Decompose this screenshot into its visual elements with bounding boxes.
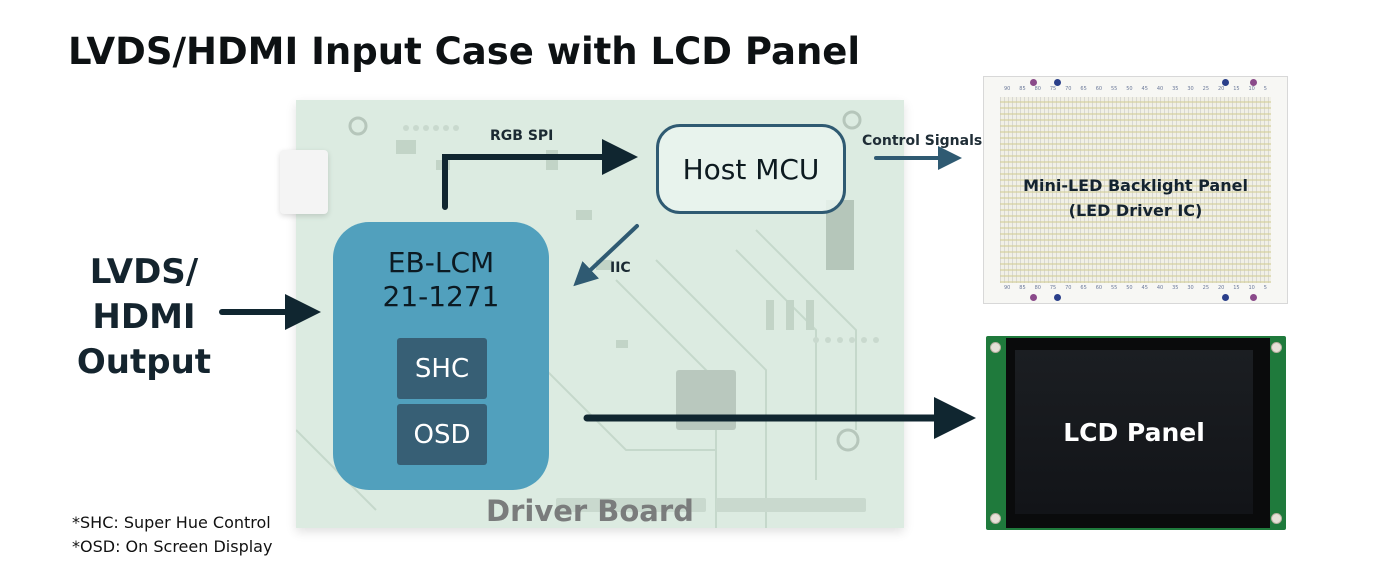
ruler-tick: 45	[1141, 285, 1148, 291]
ruler-tick: 70	[1065, 285, 1072, 291]
ruler-tick: 90	[1004, 86, 1011, 92]
chip-name-line1: EB-LCM	[387, 246, 495, 279]
ruler-tick: 40	[1156, 86, 1164, 92]
footnote-osd: *OSD: On Screen Display	[72, 537, 273, 556]
board-connector	[280, 150, 328, 214]
ruler-tick: 50	[1126, 285, 1133, 291]
ruler-tick: 70	[1065, 86, 1072, 92]
miniled-label: Mini-LED Backlight Panel (LED Driver IC)	[984, 173, 1287, 223]
ruler-tick: 10	[1248, 285, 1255, 291]
ruler-tick: 60	[1095, 86, 1103, 92]
mounting-dot	[1250, 294, 1257, 301]
iic-arrow	[573, 224, 639, 287]
mounting-hole	[1271, 513, 1282, 524]
miniled-label-line2: (LED Driver IC)	[1068, 201, 1203, 220]
ruler-tick: 65	[1080, 285, 1087, 291]
ruler-tick: 25	[1202, 86, 1210, 92]
ruler-tick: 15	[1233, 285, 1240, 291]
ruler-tick: 30	[1187, 285, 1194, 291]
mounting-dot	[1222, 79, 1229, 86]
miniled-label-line1: Mini-LED Backlight Panel	[1023, 176, 1248, 195]
mounting-hole	[990, 342, 1001, 353]
ruler-tick: 55	[1110, 86, 1118, 92]
page-title: LVDS/HDMI Input Case with LCD Panel	[68, 30, 861, 73]
ruler-bottom: 90 85 80 75 70 65 60 55 50 45 40 35 30 2…	[1004, 285, 1267, 295]
ruler-tick: 55	[1110, 285, 1118, 291]
rgb-spi-arrow	[442, 139, 638, 210]
ruler-tick: 20	[1217, 86, 1225, 92]
input-line-2: HDMI	[92, 297, 196, 337]
ruler-tick: 85	[1019, 285, 1026, 291]
ruler-tick: 35	[1172, 285, 1179, 291]
driver-board-label: Driver Board	[486, 494, 694, 528]
ruler-tick: 5	[1263, 285, 1267, 291]
ruler-tick: 40	[1156, 285, 1164, 291]
chip-name: EB-LCM 21-1271	[333, 246, 549, 314]
mounting-dot	[1222, 294, 1229, 301]
input-source-label: LVDS/ HDMI Output	[74, 250, 214, 385]
footnotes: *SHC: Super Hue Control *OSD: On Screen …	[72, 511, 272, 559]
control-signals-label: Control Signals	[862, 133, 983, 149]
lcd-bezel: LCD Panel	[1006, 338, 1270, 528]
mounting-hole	[1271, 342, 1282, 353]
ruler-tick: 85	[1019, 86, 1026, 92]
mounting-dot	[1250, 79, 1257, 86]
shc-block: SHC	[397, 338, 487, 399]
input-line-3: Output	[76, 342, 212, 382]
ruler-tick: 25	[1202, 285, 1210, 291]
osd-block: OSD	[397, 404, 487, 465]
ruler-tick: 60	[1095, 285, 1103, 291]
ruler-tick: 30	[1187, 86, 1194, 92]
rgb-spi-label: RGB SPI	[490, 128, 554, 144]
ruler-tick: 20	[1217, 285, 1225, 291]
miniled-backlight-panel: 90 85 80 75 70 65 60 55 50 45 40 35 30 2…	[983, 76, 1288, 304]
mounting-dot	[1054, 294, 1061, 301]
ruler-tick: 5	[1263, 86, 1267, 92]
led-grid	[1000, 97, 1271, 283]
mounting-dot	[1030, 79, 1037, 86]
footnote-shc: *SHC: Super Hue Control	[72, 513, 271, 532]
ruler-tick: 50	[1126, 86, 1133, 92]
mounting-hole	[990, 513, 1001, 524]
lcd-panel-label: LCD Panel	[1063, 417, 1205, 447]
lcd-display-area: LCD Panel	[1015, 350, 1253, 514]
ruler-tick: 80	[1034, 86, 1041, 92]
ruler-tick: 90	[1004, 285, 1011, 291]
ruler-tick: 35	[1172, 86, 1179, 92]
chip-name-line2: 21-1271	[382, 280, 500, 313]
ruler-tick: 10	[1248, 86, 1255, 92]
host-mcu-box: Host MCU	[656, 124, 846, 214]
ruler-top: 90 85 80 75 70 65 60 55 50 45 40 35 30 2…	[1004, 86, 1267, 96]
mounting-dot	[1030, 294, 1037, 301]
ruler-tick: 75	[1049, 285, 1057, 291]
lcd-panel: LCD Panel	[986, 336, 1286, 530]
input-line-1: LVDS/	[89, 252, 199, 292]
mounting-dot	[1054, 79, 1061, 86]
ruler-tick: 15	[1233, 86, 1240, 92]
ruler-tick: 80	[1034, 285, 1041, 291]
ruler-tick: 75	[1049, 86, 1057, 92]
iic-label: IIC	[610, 260, 631, 276]
eb-lcm-chip: EB-LCM 21-1271 SHC OSD	[333, 222, 549, 490]
ruler-tick: 65	[1080, 86, 1087, 92]
ruler-tick: 45	[1141, 86, 1148, 92]
